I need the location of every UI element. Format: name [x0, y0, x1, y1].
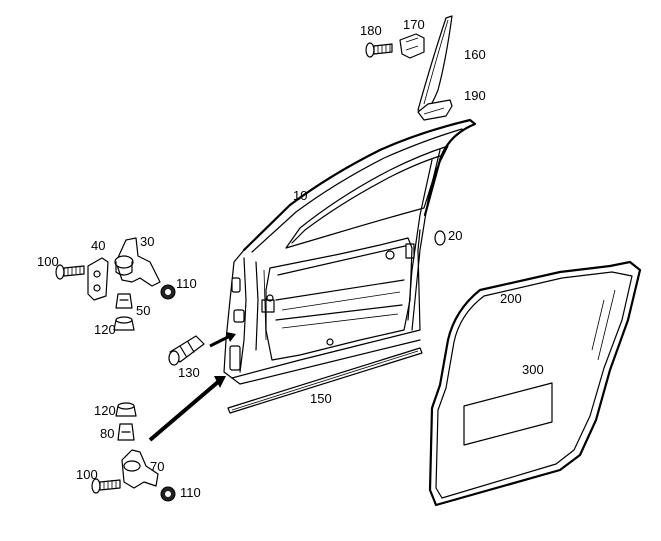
- label-130: 130: [178, 365, 200, 380]
- label-170: 170: [403, 17, 425, 32]
- label-120-bottom: 120: [94, 403, 116, 418]
- label-20: 20: [448, 228, 462, 243]
- lower-hinge-group: [91, 402, 176, 502]
- label-100-top: 100: [37, 254, 59, 269]
- label-40: 40: [91, 238, 105, 253]
- label-190: 190: [464, 88, 486, 103]
- label-180: 180: [360, 23, 382, 38]
- sheet-300: [463, 382, 553, 446]
- label-10: 10: [293, 188, 307, 203]
- arrow-130: [209, 334, 231, 348]
- label-150: 150: [310, 391, 332, 406]
- plug-20: [434, 230, 446, 246]
- label-300: 300: [522, 362, 544, 377]
- clip-170: [399, 33, 425, 59]
- label-160: 160: [464, 47, 486, 62]
- label-70: 70: [150, 459, 164, 474]
- label-110-bottom: 110: [180, 485, 201, 500]
- label-100-bottom: 100: [76, 467, 98, 482]
- arrow-hinge-line: [148, 380, 220, 442]
- arrow-130-head: [226, 332, 236, 342]
- label-50: 50: [136, 303, 150, 318]
- label-200: 200: [500, 291, 522, 306]
- upper-hinge-group: [55, 237, 176, 331]
- corner-piece-190: [417, 99, 453, 121]
- label-110-top: 110: [176, 276, 197, 291]
- label-80: 80: [100, 426, 114, 441]
- arrow-hinge-head: [214, 376, 226, 388]
- door-seal-200: [428, 260, 642, 507]
- sill-strip-150: [227, 347, 423, 414]
- grommet-130: [168, 335, 205, 366]
- label-120-top: 120: [94, 322, 116, 337]
- label-30: 30: [140, 234, 154, 249]
- screw-180: [365, 42, 393, 58]
- door-shell: [223, 118, 477, 385]
